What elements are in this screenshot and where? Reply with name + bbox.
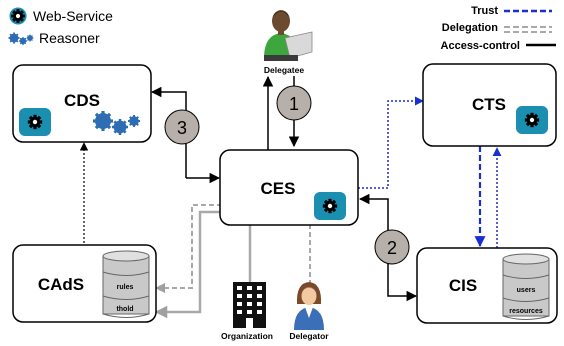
cis-db-users: users — [517, 287, 536, 294]
cads-db-rules: rules — [117, 284, 134, 291]
organization-actor: Organization — [221, 282, 273, 341]
delegator-person-icon — [294, 282, 324, 330]
ces-to-cis-arrow — [387, 271, 418, 302]
ces-label: CES — [261, 179, 296, 198]
cads-db-thold: thold — [116, 306, 133, 313]
ces-to-cds-arrow — [150, 86, 187, 178]
step-2-badge: 2 — [374, 229, 410, 265]
step-3-label: 3 — [177, 118, 187, 138]
cds-gear-icon — [26, 113, 44, 131]
ces-cts-trust-line — [358, 96, 424, 189]
legend-reasoner: Reasoner — [8, 30, 100, 46]
cts-label: CTS — [472, 95, 506, 114]
legend-trust-label: Trust — [471, 5, 498, 17]
step-1-badge: 1 — [276, 85, 312, 121]
cds-label: CDS — [64, 91, 100, 110]
cts-gear-icon — [523, 111, 541, 129]
delegator-actor: Delegator — [289, 282, 329, 341]
cds-node: CDS — [12, 64, 152, 143]
ces-node: CES — [219, 149, 359, 226]
legend-trust: Trust — [471, 5, 552, 17]
delegator-delegation-line — [155, 204, 311, 293]
cads-database-icon — [102, 250, 150, 318]
delegatee-person-icon — [264, 10, 313, 61]
legend-webservice-label: Web-Service — [33, 8, 113, 24]
cis-node: CIS users resources — [416, 247, 558, 324]
delegatee-actor: Delegatee — [264, 10, 313, 75]
cis-label: CIS — [449, 276, 477, 295]
webservice-gear-icon — [9, 7, 27, 25]
ces-gear-icon — [321, 197, 339, 215]
organization-delegation-line — [154, 210, 252, 319]
organization-building-icon — [233, 282, 266, 328]
legend-access-control: Access-control — [441, 40, 556, 52]
legend-access-label: Access-control — [441, 40, 520, 52]
legend-delegation: Delegation — [442, 22, 552, 34]
cads-label: CAdS — [38, 275, 84, 294]
legend-delegation-label: Delegation — [442, 22, 499, 34]
delegator-label: Delegator — [289, 331, 329, 341]
delegatee-label: Delegatee — [264, 65, 304, 75]
cads-node: CAdS rules thold — [12, 244, 157, 323]
cis-database-icon — [502, 253, 550, 320]
step-3-badge: 3 — [164, 109, 200, 145]
legend-reasoner-label: Reasoner — [39, 30, 100, 46]
step-1-label: 1 — [289, 94, 299, 114]
step-2-label: 2 — [387, 238, 397, 258]
reasoner-gears-icon — [8, 32, 34, 45]
legend-webservice: Web-Service — [9, 7, 113, 25]
organization-label: Organization — [221, 331, 273, 341]
cis-db-resources: resources — [509, 308, 543, 315]
cts-node: CTS — [422, 63, 557, 147]
